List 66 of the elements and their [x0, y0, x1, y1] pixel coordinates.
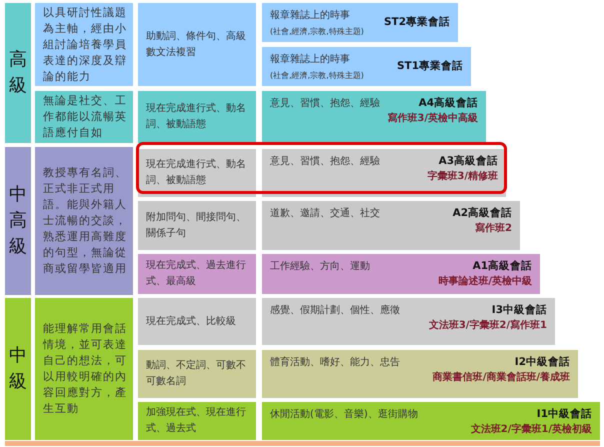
level-bar [5, 298, 31, 440]
table-cell [138, 3, 256, 86]
table-cell [262, 402, 600, 440]
class-list: 文法班2/字彙班1/英檢初級 [470, 423, 592, 436]
course-name: I2中級會話 [514, 356, 570, 369]
topic-text: 體育活動、嗜好、能力、忠告 [270, 356, 400, 369]
table-cell [138, 149, 256, 197]
course-name: I1中級會話 [536, 408, 592, 421]
grammar-topics: 加強現在式、現在進行式、過去式 [146, 406, 247, 436]
course-name: ST2專業會話 [384, 16, 450, 29]
table-cell [262, 91, 486, 143]
table-cell [138, 298, 256, 345]
level-label: 中高級 [9, 183, 27, 259]
class-list: 寫作班3/英檢中高級 [387, 112, 478, 125]
course-name: A4高級會話 [418, 97, 478, 110]
topic-text: 工作經驗、方向、運動 [270, 260, 370, 273]
table-cell [35, 298, 133, 440]
class-list: 寫作班2 [475, 222, 512, 235]
course-name: A2高級會話 [452, 207, 512, 220]
topic-text: 感覺、假期計劃、個性、應徵 [270, 304, 400, 317]
topic-text: 意見、習慣、抱怨、經驗 [270, 97, 380, 110]
table-cell [138, 350, 256, 398]
course-name: I3中級會話 [492, 304, 547, 317]
table-cell [138, 201, 256, 250]
table-cell [138, 254, 256, 294]
grammar-topics: 現在完成式、比較級 [146, 314, 237, 328]
table-cell [138, 91, 256, 143]
topic-text: 休閒活動(電影、音樂)、逛街購物 [270, 408, 418, 421]
table-cell [262, 149, 506, 197]
topic-note: (社會,經濟,宗教,特殊主題) [270, 70, 364, 82]
table-cell [35, 91, 133, 143]
topic-note: (社會,經濟,宗教,特殊主題) [270, 26, 364, 38]
course-name: A1高級會話 [472, 260, 532, 273]
topic-text: 報章雜誌上的時事 [270, 53, 350, 66]
grammar-topics: 現在完成進行式、動名詞、被動語態 [146, 158, 247, 188]
level-description: 教授專有名詞、正式非正式用語。能與外籍人士流暢的交談，熟悉運用高難度的句型，無論從商或留學皆適用 [43, 165, 127, 277]
class-list: 字彙班3/精修班 [427, 170, 498, 183]
level-bar [5, 3, 31, 143]
grammar-topics: 動詞、不定詞、可數不可數名詞 [146, 358, 247, 389]
topic-text: 意見、習慣、抱怨、經驗 [270, 155, 380, 168]
level-description: 以具研討性議題為主軸，經由小組討論培養學員表達的深度及辯論的能力 [43, 4, 127, 84]
grammar-topics: 現在完成進行式、動名詞、被動語態 [146, 102, 247, 132]
grammar-topics: 助動詞、條件句、高級數文法複習 [146, 30, 247, 60]
class-list: 商業書信班/商業會話班/養成班 [432, 371, 570, 384]
course-name: A3高級會話 [438, 155, 498, 168]
grammar-topics: 附加問句、間接問句、關係子句 [146, 210, 247, 240]
level-description: 無論是社交、工作都能以流暢英語應付自如 [43, 93, 127, 141]
table-cell [262, 201, 520, 250]
table-cell [138, 402, 256, 440]
level-label: 中級 [9, 344, 27, 394]
level-label: 高級 [9, 48, 27, 98]
table-cell [262, 350, 578, 398]
table-cell [262, 3, 458, 42]
level-bar [5, 147, 31, 295]
table-cell [35, 3, 133, 86]
topic-text: 報章雜誌上的時事 [270, 9, 350, 22]
table-cell [35, 147, 133, 295]
class-list: 時事論述班/英檢中級 [438, 275, 532, 288]
table-cell [262, 47, 471, 86]
class-list: 文法班3/字彙班2/寫作班1 [428, 319, 547, 332]
course-name: ST1專業會話 [396, 60, 463, 73]
grammar-topics: 現在完成式、過去進行式、最高級 [146, 258, 247, 289]
table-cell [262, 254, 540, 294]
table-cell [262, 298, 555, 345]
topic-text: 道歉、邀請、交通、社交 [270, 207, 380, 220]
level-description: 能理解常用會話情境，並可表達自己的想法，可以用較明確的內容回應對方，產生互動 [43, 321, 127, 417]
